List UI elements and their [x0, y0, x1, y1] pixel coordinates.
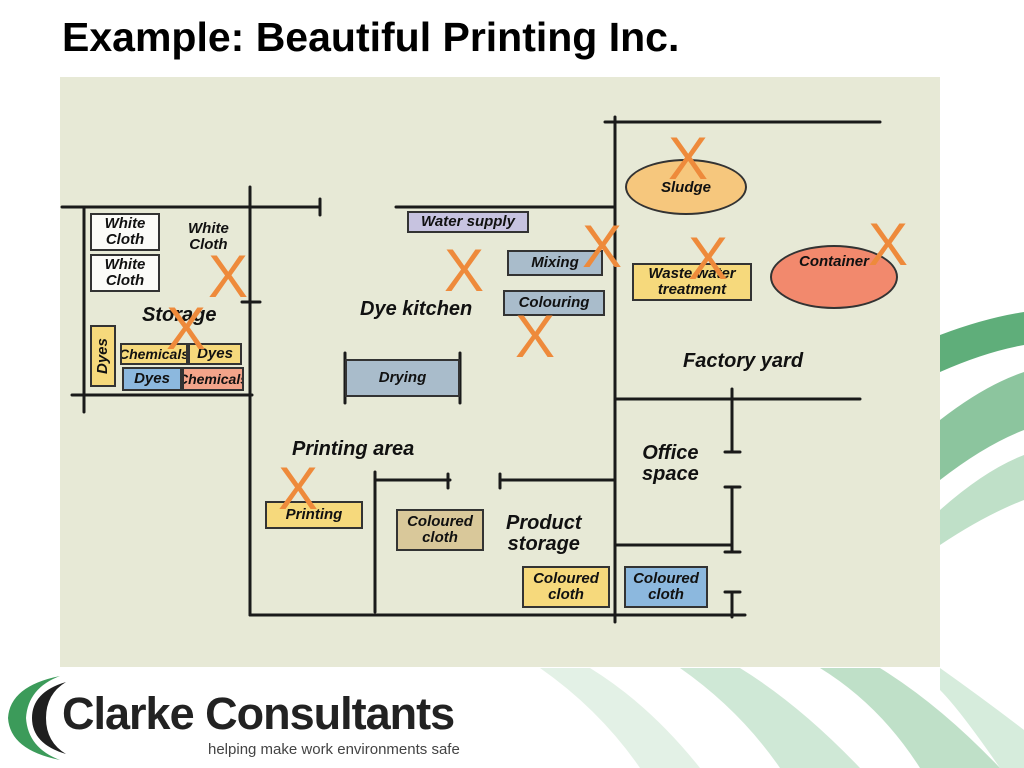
area-label-factory-yard: Factory yard [683, 350, 804, 372]
area-label-office-space: Office space [642, 442, 699, 485]
area-label-printing-area: Printing area [292, 438, 415, 460]
hazard-marker-icon: X [208, 243, 249, 310]
waste-water-treatment-box: Waste water treatment [632, 263, 752, 301]
hazard-marker-icon: X [444, 237, 485, 304]
hazard-marker-icon: X [278, 455, 319, 522]
dyes-shelf: Dyes [188, 343, 242, 365]
drying-box: Drying [345, 359, 460, 397]
dyes-vertical-shelf: Dyes [90, 325, 116, 387]
area-label-dye-kitchen: Dye kitchen [360, 298, 473, 320]
white-cloth-shelf: White Cloth [90, 254, 160, 292]
white-cloth-shelf: White Cloth [90, 213, 160, 251]
mixing-box: Mixing [507, 250, 603, 276]
logo-company-name: Clarke Consultants [62, 688, 455, 739]
factory-floor-plan: White Cloth White Cloth White Cloth Dyes… [60, 77, 940, 667]
container-tank: Container [770, 245, 898, 309]
white-cloth-label: White Cloth [188, 220, 229, 253]
chemicals-shelf: Chemicals [120, 343, 188, 365]
coloured-cloth-box: Coloured cloth [522, 566, 610, 608]
hazard-marker-icon: X [515, 303, 556, 370]
hazard-marker-icon: X [166, 295, 207, 362]
area-label-product-storage: Product storage [506, 512, 582, 555]
logo-tagline: helping make work environments safe [208, 741, 460, 758]
clarke-consultants-logo-icon [8, 676, 66, 760]
printing-box: Printing [265, 501, 363, 529]
sludge-tank: Sludge [625, 159, 747, 215]
water-supply-box: Water supply [407, 211, 529, 233]
floor-plan-walls [60, 115, 882, 624]
page-title: Example: Beautiful Printing Inc. [62, 14, 680, 60]
hazard-marker-icon: X [668, 125, 709, 192]
dyes-shelf: Dyes [122, 367, 182, 391]
hazard-marker-icon: X [582, 213, 623, 280]
coloured-cloth-box: Coloured cloth [396, 509, 484, 551]
colouring-box: Colouring [503, 290, 605, 316]
hazard-marker-icon: X [688, 225, 729, 292]
coloured-cloth-box: Coloured cloth [624, 566, 708, 608]
chemicals-shelf: Chemicals [182, 367, 244, 391]
area-label-storage: Storage [142, 304, 217, 326]
hazard-marker-icon: X [868, 211, 909, 278]
